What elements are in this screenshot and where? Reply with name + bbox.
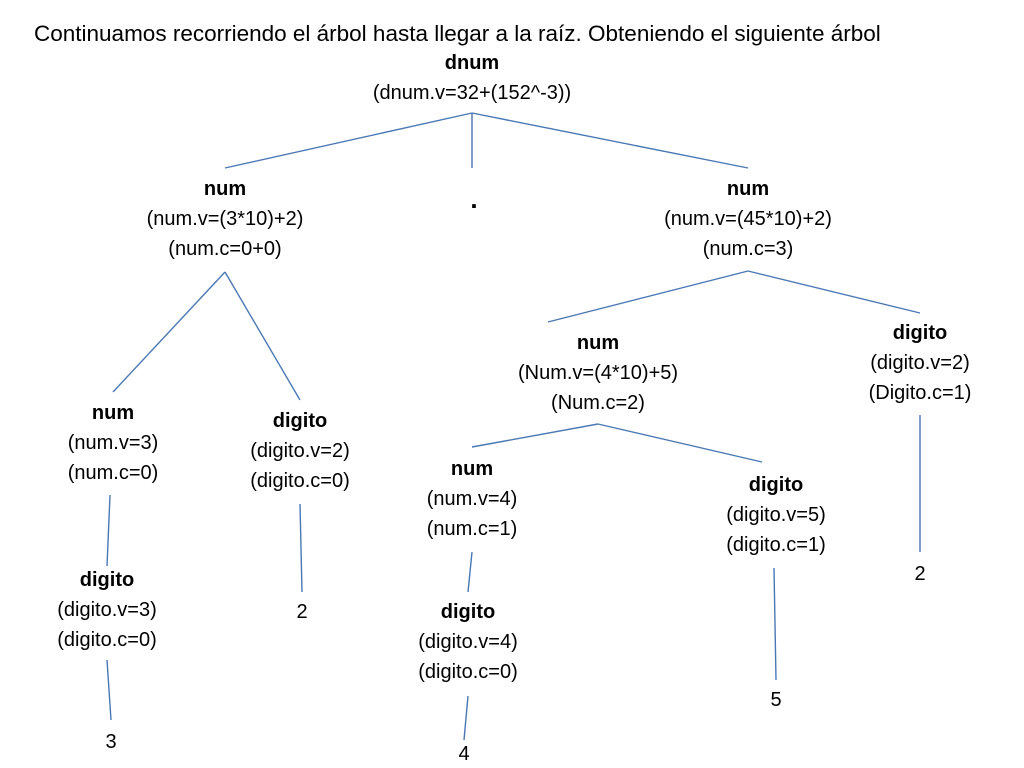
edge-right-num-child-digito (747, 270, 921, 314)
edge-inner-num-child-num (471, 423, 599, 448)
node-left-left-num: num (num.v=3) (num.c=0) (68, 398, 159, 488)
node-root-dnum: dnum (dnum.v=32+(152^-3)) (373, 48, 571, 108)
node-count: (num.c=0+0) (168, 238, 282, 260)
node-name: num (450, 458, 494, 480)
leaf-2-right: 2 (914, 563, 926, 585)
leaf-3: 3 (105, 731, 117, 753)
leaf-4: 4 (458, 743, 470, 765)
edge-left-digito-to-2 (299, 503, 303, 593)
node-count: (num.c=3) (702, 238, 794, 260)
node-left-left-digito: digito (digito.v=3) (digito.c=0) (57, 565, 157, 655)
page-title: Continuamos recorriendo el árbol hasta l… (34, 21, 881, 46)
node-name: num (726, 178, 770, 200)
edge-left-num-child-digito (224, 271, 301, 401)
node-name: dnum (444, 52, 500, 74)
leaf-5: 5 (770, 689, 782, 711)
edge-inner-num-child-digito (597, 423, 763, 463)
node-name: num (576, 332, 620, 354)
edge-inner-digito-to-4 (463, 695, 469, 741)
node-inner-digito: digito (digito.v=5) (digito.c=1) (726, 470, 826, 560)
node-value: (Num.v=(4*10)+5) (517, 362, 679, 384)
node-count: (digito.c=0) (418, 661, 518, 683)
node-right-inner-num: num (Num.v=(4*10)+5) (Num.c=2) (518, 328, 678, 418)
node-value: (digito.v=4) (418, 631, 518, 653)
edge-left-num-child-num (112, 271, 226, 393)
node-value: (num.v=(3*10)+2) (146, 208, 304, 230)
node-value: (num.v=3) (67, 432, 159, 454)
node-right-digito: digito (digito.v=2) (Digito.c=1) (869, 318, 972, 408)
node-name: digito (748, 474, 804, 496)
node-count: (num.c=0) (67, 462, 159, 484)
edge-inner-digito-to-5 (773, 567, 777, 681)
node-value: (dnum.v=32+(152^-3)) (372, 82, 572, 104)
node-value: (num.v=(45*10)+2) (664, 208, 832, 230)
node-count: (digito.c=1) (726, 534, 826, 556)
edge-root-right-num (471, 112, 749, 169)
node-name: digito (440, 601, 496, 623)
node-name: num (203, 178, 247, 200)
node-value: (digito.v=2) (870, 352, 970, 374)
node-name: num (91, 402, 135, 424)
node-left-digito: digito (digito.v=2) (digito.c=0) (250, 406, 350, 496)
node-name: digito (892, 322, 948, 344)
node-right-num: num (num.v=(45*10)+2) (num.c=3) (664, 174, 832, 264)
node-inner-left-num: num (num.v=4) (num.c=1) (427, 454, 518, 544)
node-count: (Num.c=2) (551, 392, 645, 414)
node-value: (digito.v=5) (726, 504, 826, 526)
edge-left-digito-to-3 (106, 659, 112, 721)
node-count: (digito.c=0) (57, 629, 157, 651)
edge-root-left-num (224, 112, 473, 169)
node-value: (digito.v=3) (57, 599, 157, 621)
node-count: (num.c=1) (426, 518, 518, 540)
node-separator-dot: . (470, 184, 478, 214)
node-count: (digito.c=0) (250, 470, 350, 492)
edge-right-num-child-num (547, 270, 749, 323)
node-name: digito (272, 410, 328, 432)
node-value: (num.v=4) (426, 488, 518, 510)
node-name: digito (79, 569, 135, 591)
node-left-num: num (num.v=(3*10)+2) (num.c=0+0) (147, 174, 304, 264)
node-value: (digito.v=2) (250, 440, 350, 462)
node-inner-left-digito: digito (digito.v=4) (digito.c=0) (418, 597, 518, 687)
edge-left-num-to-digito (106, 494, 111, 567)
node-count: (Digito.c=1) (868, 382, 972, 404)
leaf-2-left: 2 (296, 601, 308, 623)
edge-inner-left-num-to-digito (467, 551, 473, 593)
